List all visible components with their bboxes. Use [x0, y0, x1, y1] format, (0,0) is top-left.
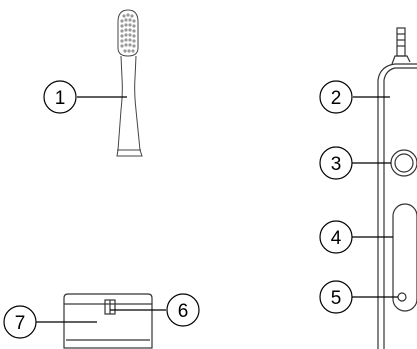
callout-number: 3 [331, 154, 342, 175]
callout-number: 7 [15, 313, 26, 334]
charger-illustration [63, 293, 153, 349]
callout-6: 6 [166, 293, 200, 327]
callout-5: 5 [319, 280, 353, 314]
callout-number: 6 [178, 301, 189, 322]
callout-7: 7 [3, 305, 37, 339]
bristle-dots [120, 13, 136, 53]
callout-number: 1 [55, 88, 66, 109]
leader-lines [36, 96, 398, 323]
callout-1: 1 [43, 80, 77, 114]
callout-4: 4 [319, 220, 353, 254]
brush-head-illustration [116, 9, 143, 157]
callout-2: 2 [319, 80, 353, 114]
callout-number: 2 [331, 88, 342, 109]
callout-number: 4 [331, 228, 342, 249]
callout-3: 3 [319, 146, 353, 180]
callout-number: 5 [331, 288, 342, 309]
handle-illustration [377, 27, 417, 349]
